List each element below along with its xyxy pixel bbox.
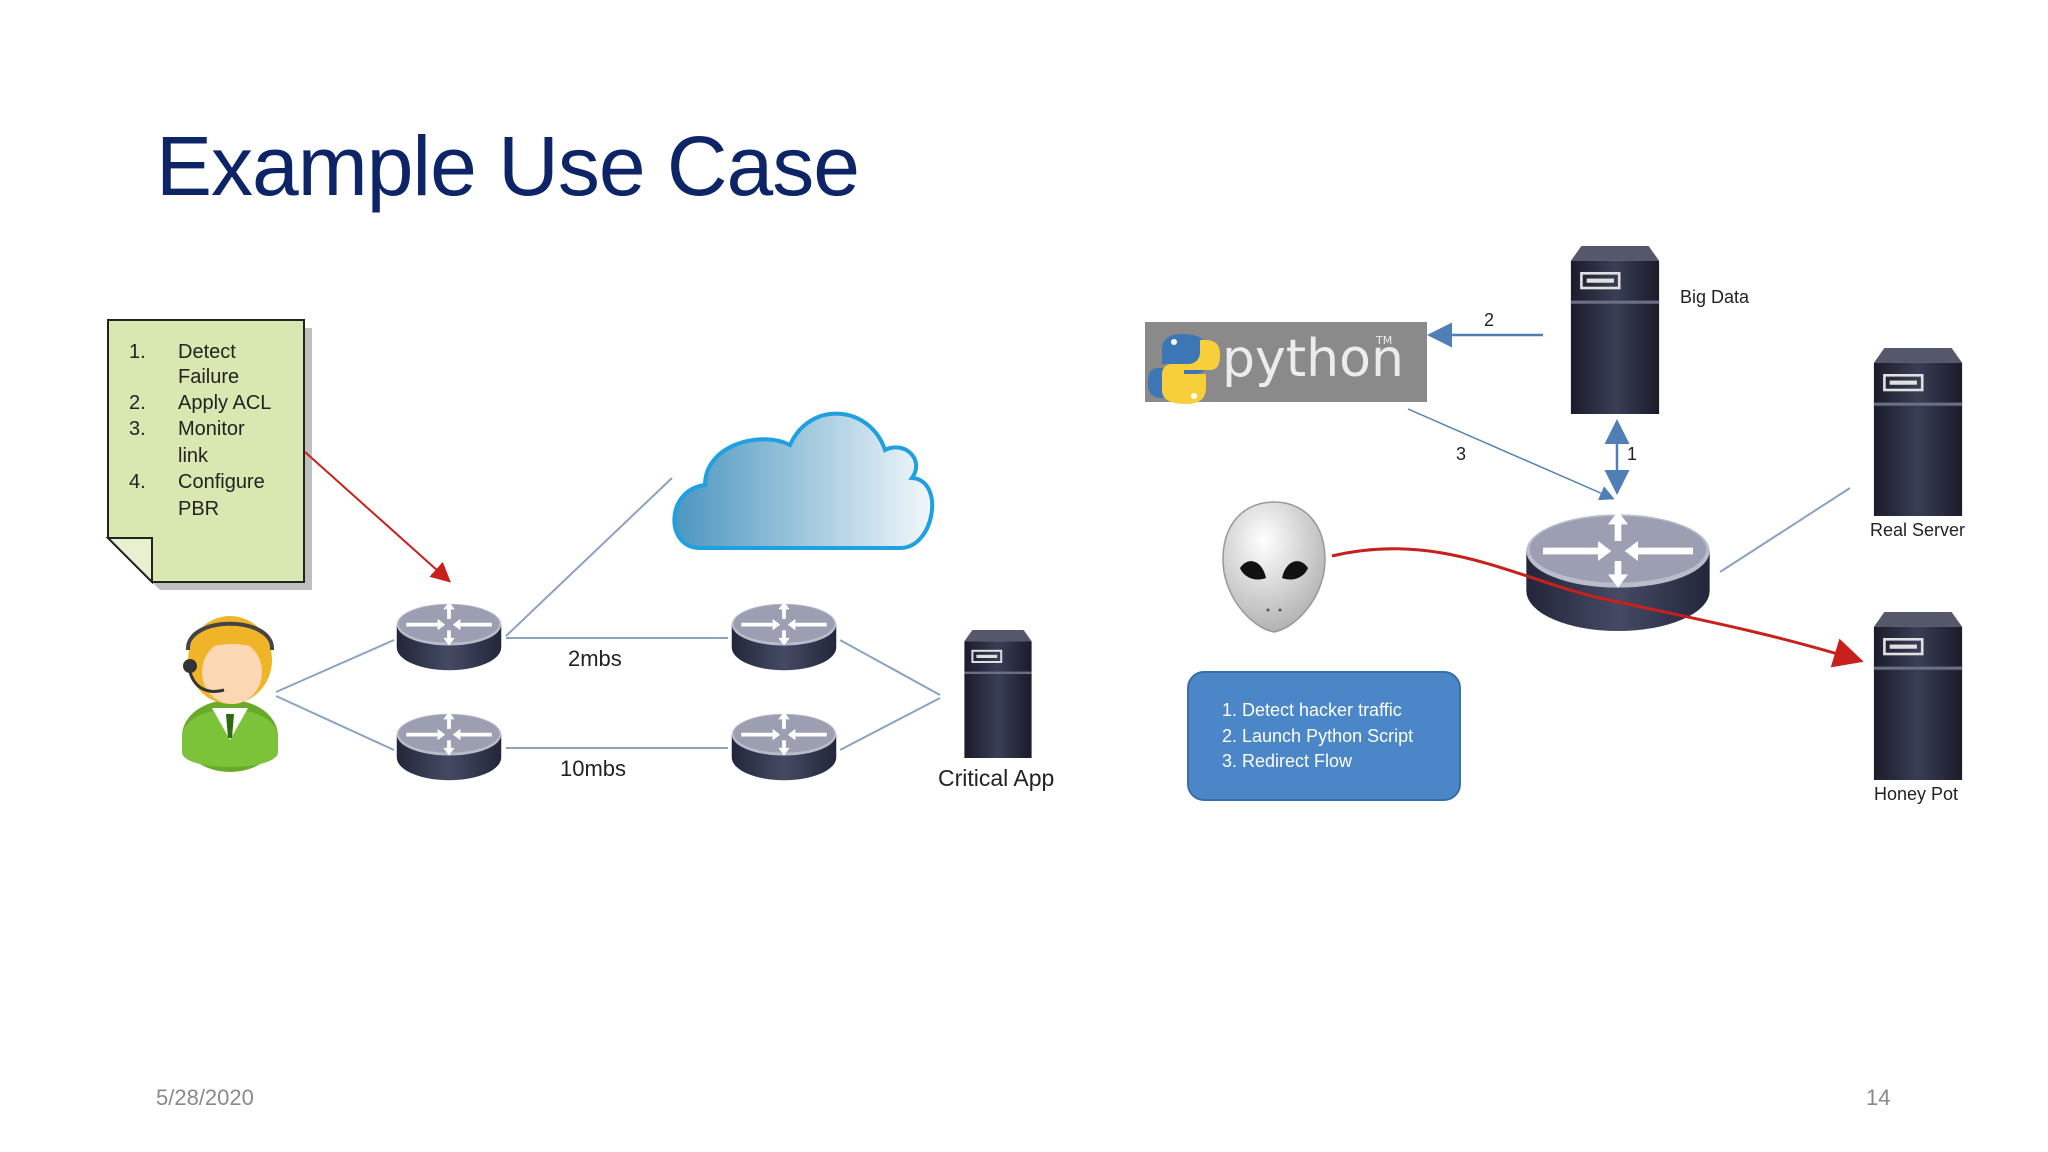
redirect-flow-arrow [1331,547,1864,668]
note-item-1-num: 1. [129,341,146,363]
step-2: 2. Launch Python Script [1222,726,1413,746]
big-data-label: Big Data [1680,287,1750,307]
arrow-3 [1407,408,1615,501]
left-diagram: 1. Detect Failure 2. Apply ACL 3. Monito… [105,319,1054,791]
real-server-label: Real Server [1870,520,1965,540]
step-1: 1. Detect hacker traffic [1222,700,1402,720]
real-server-icon [1872,348,1964,516]
python-logo: python TM [1145,322,1427,404]
python-logo-text: python [1222,329,1404,389]
router-icon-top-left [394,599,504,673]
hacker-alien-icon [1222,501,1326,633]
note-item-3-num: 3. [129,418,146,440]
slide-title: Example Use Case [156,119,860,213]
link-top-label: 2mbs [568,646,622,671]
note-item-3-cont: link [178,445,209,467]
note-items: 1. Detect Failure 2. Apply ACL 3. Monito… [129,341,271,520]
right-diagram: python TM 2 Big Data 1 3 1. D [1145,246,1965,804]
critical-app-label: Critical App [938,765,1054,791]
honey-pot-server-icon [1872,612,1964,780]
router-icon-top-right [729,599,839,673]
arrow-1-label: 1 [1627,444,1637,464]
router-icon-bottom-right [729,709,839,783]
big-data-server-icon [1569,246,1661,414]
steps-box [1187,671,1461,801]
note-to-router-arrow [304,451,451,583]
footer-date: 5/28/2020 [156,1085,254,1110]
note-item-4-num: 4. [129,471,146,493]
left-links [275,477,941,751]
note-paper [105,319,312,590]
honey-pot-label: Honey Pot [1874,784,1958,804]
step-3: 3. Redirect Flow [1222,751,1353,771]
arrow-2-label: 2 [1484,310,1494,330]
router-to-real-server-link [1719,487,1851,573]
router-icon-bottom-left [394,709,504,783]
note-item-1-cont: Failure [178,366,239,388]
note-item-3-text: Monitor [178,418,245,440]
critical-app-server-icon [963,630,1033,758]
cloud-icon [672,411,935,550]
note-item-4-cont: PBR [178,498,219,520]
python-tm: TM [1375,334,1392,347]
arrow-3-label: 3 [1456,444,1466,464]
note-item-4-text: Configure [178,471,265,493]
note-item-1-text: Detect [178,341,236,363]
operator-icon [182,616,278,772]
core-router-icon [1526,511,1709,631]
footer-page-number: 14 [1866,1085,1891,1110]
note-item-2-num: 2. [129,392,146,414]
link-bottom-label: 10mbs [560,756,626,781]
note-item-2-text: Apply ACL [178,392,271,414]
